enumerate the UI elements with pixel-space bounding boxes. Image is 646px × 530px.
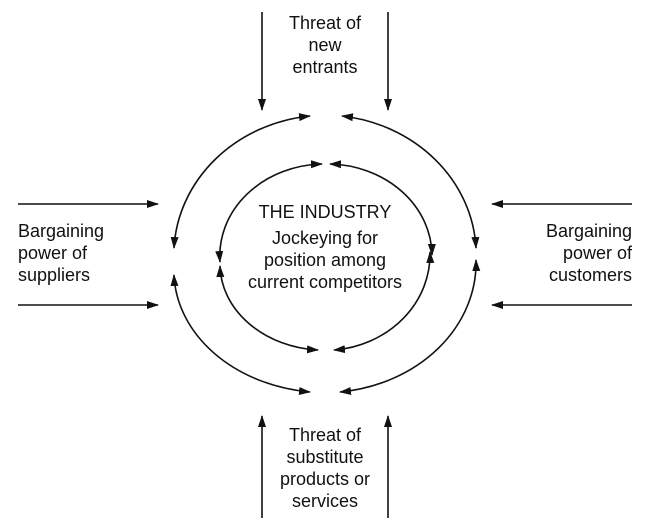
label-line: Jockeying for — [271, 228, 379, 248]
industry-core-label: THE INDUSTRY Jockeying for position amon… — [225, 201, 425, 293]
label-line: substitute — [286, 447, 364, 467]
label-line: customers — [548, 265, 632, 285]
outer-arc-top-right — [341, 113, 480, 249]
label-line: Bargaining — [545, 221, 632, 241]
label-line: Threat of — [288, 13, 362, 33]
inner-arc-bottom-left — [216, 265, 319, 354]
label-line: new — [308, 35, 342, 55]
label-line: power of — [18, 243, 88, 263]
label-line: products or — [279, 469, 371, 489]
label-line: entrants — [292, 57, 358, 77]
outer-arc-top-left — [170, 113, 311, 249]
threat-substitutes-label: Threat of substitute products or service… — [259, 424, 391, 512]
label-line: Threat of — [288, 425, 362, 445]
label-line: position among — [263, 250, 387, 270]
inner-arc-bottom-right — [333, 251, 435, 354]
inner-arc-top-right — [329, 160, 436, 256]
threat-new-entrants-label: Threat of new entrants — [265, 12, 385, 78]
label-line: services — [291, 491, 358, 511]
label-line: suppliers — [18, 265, 91, 285]
label-line: current competitors — [247, 272, 403, 292]
industry-title: THE INDUSTRY — [258, 202, 392, 222]
label-line: power of — [562, 243, 632, 263]
outer-arc-bottom-right — [339, 259, 481, 395]
supplier-power-label: Bargaining power of suppliers — [18, 220, 158, 286]
inner-arc-top-left — [215, 160, 323, 263]
outer-arc-bottom-left — [170, 274, 311, 396]
label-line: Bargaining — [18, 221, 105, 241]
customer-power-label: Bargaining power of customers — [482, 220, 632, 286]
